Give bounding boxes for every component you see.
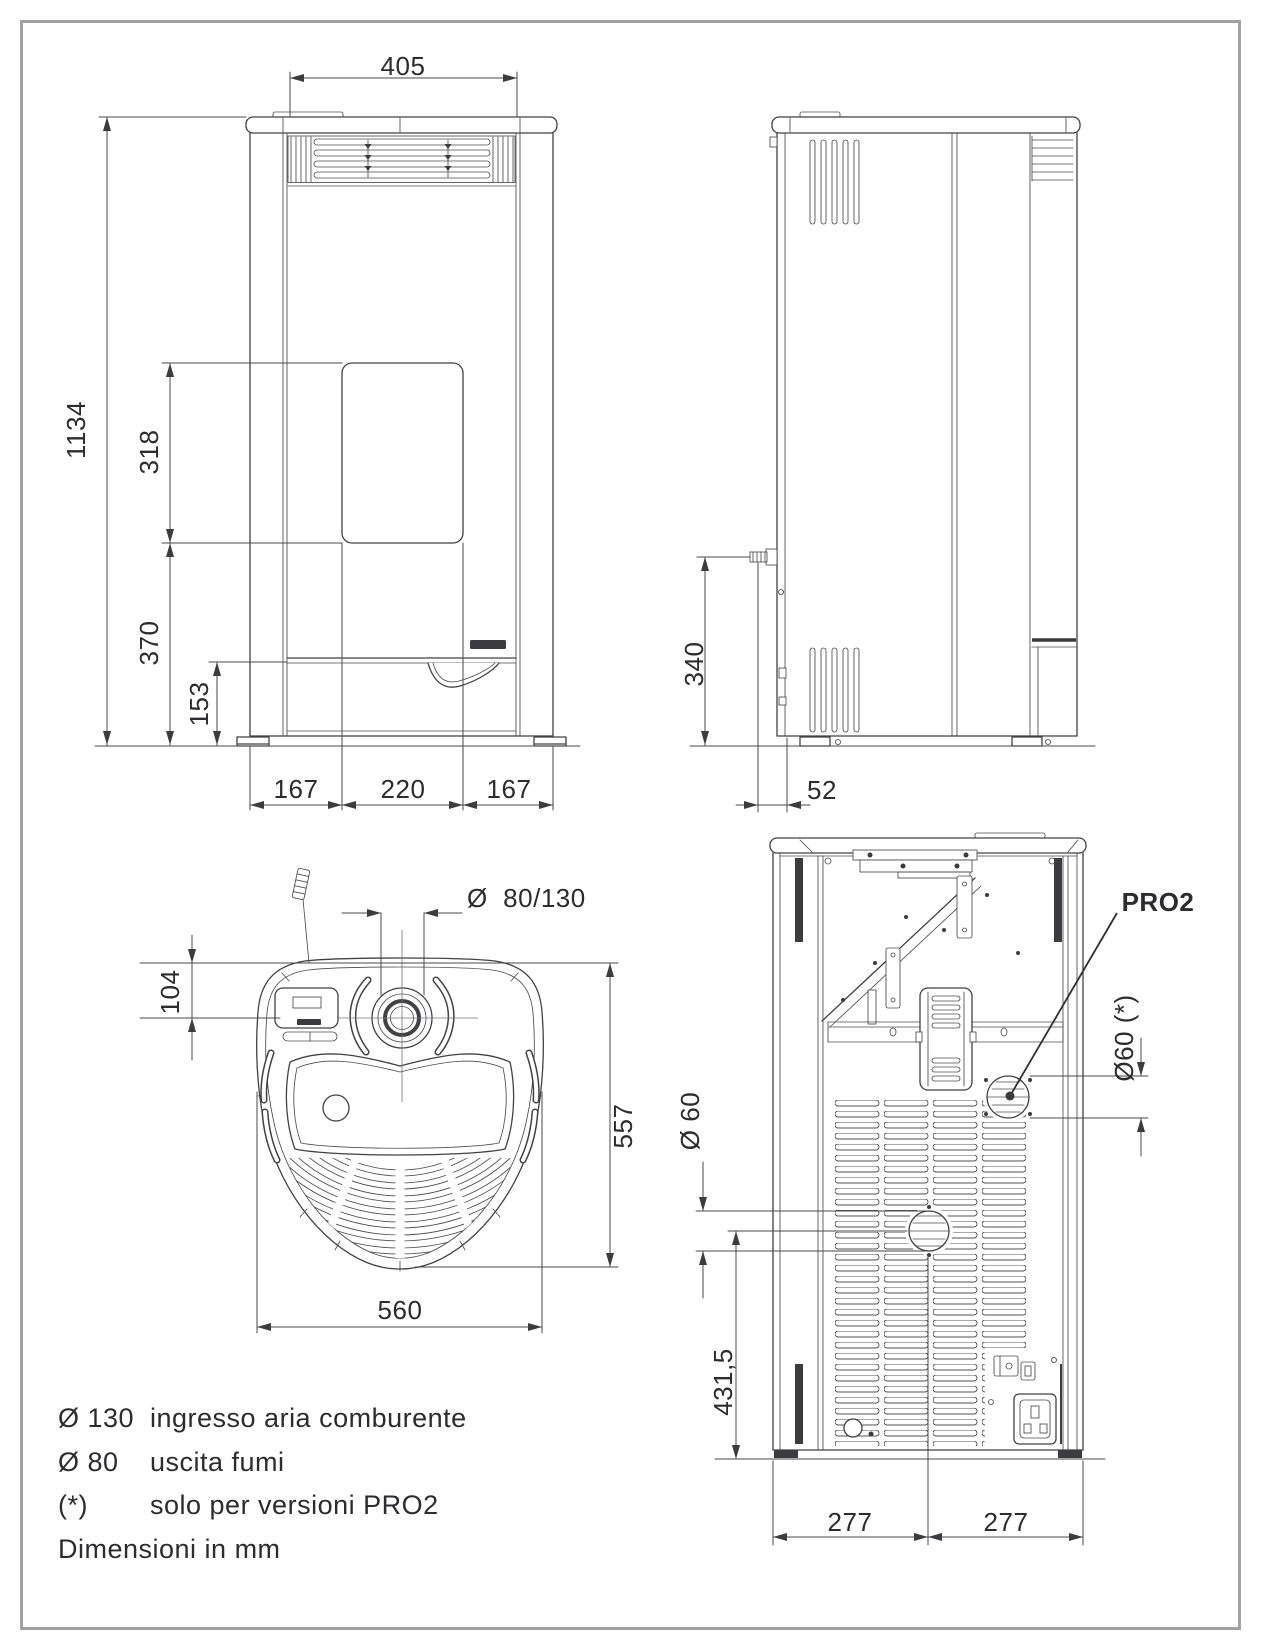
dim-front-base-center: 220 xyxy=(380,774,426,804)
dim-rear-inlet-height: 431,5 xyxy=(708,1348,738,1416)
dim-rear-pro2-port: Ø60 (*) xyxy=(1109,994,1139,1082)
legend-description-1: ingresso aria comburente xyxy=(150,1403,467,1433)
dim-rear-base-right: 277 xyxy=(983,1507,1029,1537)
side-view-drawing xyxy=(689,111,1096,813)
legend-description-2: uscita fumi xyxy=(150,1447,285,1477)
dim-side-connector-height: 340 xyxy=(679,641,709,687)
dim-top-flue-diameter: Ø 80/130 xyxy=(467,883,586,913)
dim-rear-air-inlet: Ø 60 xyxy=(675,1091,705,1151)
rear-view-drawing xyxy=(695,832,1149,1546)
dim-front-top-width: 405 xyxy=(380,51,426,81)
front-view-drawing xyxy=(94,71,581,811)
dim-front-glass-to-floor: 370 xyxy=(134,620,164,666)
legend-note: Dimensioni in mm xyxy=(58,1534,281,1564)
dim-front-base-height: 153 xyxy=(184,681,214,727)
dim-front-total-height: 1134 xyxy=(61,401,91,459)
legend-symbol-1: Ø 130 xyxy=(58,1403,135,1433)
dim-front-base-left: 167 xyxy=(273,774,319,804)
legend-symbol-3: (*) xyxy=(58,1490,88,1520)
dim-top-probe-offset: 104 xyxy=(155,969,185,1015)
legend-symbol-2: Ø 80 xyxy=(58,1447,119,1477)
top-view-drawing xyxy=(139,868,619,1334)
page-border-frame xyxy=(20,20,1241,1630)
dim-front-glass-height: 318 xyxy=(134,429,164,475)
dim-front-base-right: 167 xyxy=(486,774,532,804)
dim-side-connector-offset: 52 xyxy=(807,775,837,805)
legend-description-3: solo per versioni PRO2 xyxy=(150,1490,439,1520)
callout-pro2: PRO2 xyxy=(1121,887,1195,917)
dim-top-depth: 557 xyxy=(608,1103,638,1149)
dim-top-width: 560 xyxy=(377,1295,423,1325)
dim-rear-base-left: 277 xyxy=(827,1507,873,1537)
